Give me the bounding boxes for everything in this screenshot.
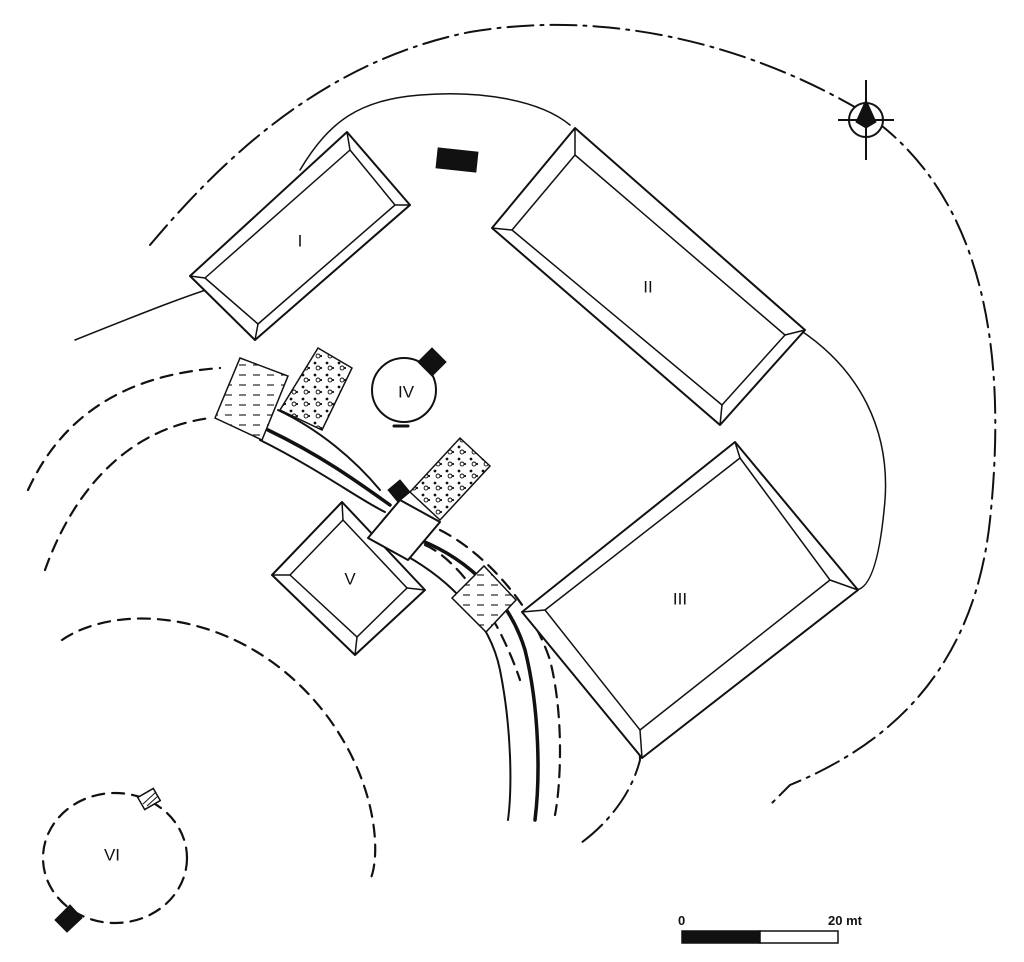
building-III-label: III [673, 589, 687, 608]
dotted-block-east [408, 436, 492, 522]
gate-rectangle [367, 499, 441, 561]
building-III: III [521, 441, 859, 759]
structure-V-label: V [344, 569, 356, 588]
channel-line-upper [277, 409, 381, 491]
west-contour-b [43, 416, 212, 572]
structure-VI-label: VI [104, 845, 120, 864]
structure-V: V [271, 501, 426, 656]
scale-start-label: 0 [678, 913, 685, 928]
building-II: II [491, 127, 806, 426]
dashed-block-south [450, 564, 518, 634]
structure-IV-circle [371, 357, 437, 423]
dotted-block-north [278, 346, 353, 431]
channel-line-inner [266, 428, 392, 507]
channel-south-a [418, 538, 540, 822]
scale-bar-white [759, 930, 839, 944]
building-II-label: II [643, 277, 652, 296]
north-compass [838, 80, 894, 160]
marker-block [435, 147, 479, 173]
compass-rose-icon [855, 98, 877, 129]
structure-IV-label: IV [398, 382, 415, 401]
building-I-label: I [298, 231, 303, 250]
structure-IV: IV [371, 347, 447, 428]
structure-VI: VI [41, 787, 189, 933]
scale-bar: 0 20 mt [678, 913, 863, 944]
gate-block [367, 479, 441, 561]
west-contour-a [26, 366, 222, 492]
structure-VI-circle [41, 791, 189, 925]
scale-bar-black [681, 930, 761, 944]
gate-post [387, 479, 411, 503]
dashed-block-north [214, 357, 289, 442]
channel-line-outer [259, 439, 386, 513]
west-contour-c [60, 617, 377, 882]
terrain-contours [26, 23, 997, 882]
excavation-features [214, 346, 518, 634]
channel-south-dash-b [423, 543, 522, 682]
building-I: I [189, 131, 411, 341]
structure-VI-door [54, 904, 83, 933]
channel-south-dash-a [438, 528, 562, 817]
structure-IV-door [417, 347, 447, 377]
scale-end-label: 20 mt [828, 913, 863, 928]
channel-south-b [404, 554, 512, 821]
path-channel [259, 409, 562, 822]
